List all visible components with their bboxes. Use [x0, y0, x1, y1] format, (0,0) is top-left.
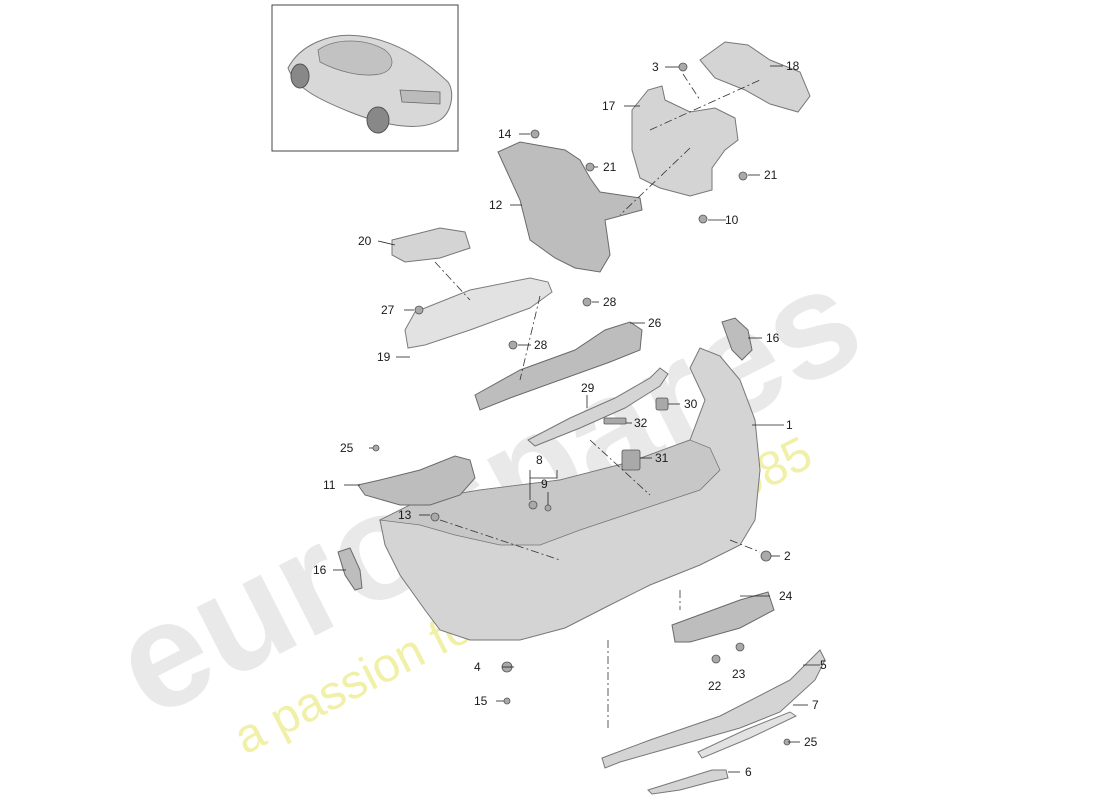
part-22-screw — [711, 654, 721, 664]
part-26-bracket — [474, 321, 643, 411]
callout-17: 17 — [602, 99, 616, 113]
callout-28-lower: 28 — [534, 338, 548, 352]
part-21-clip-b — [738, 171, 748, 181]
callout-21-right: 21 — [764, 168, 778, 182]
callout-5: 5 — [820, 658, 827, 672]
car-icon — [287, 34, 453, 134]
part-32-clip — [603, 417, 627, 425]
callout-21-upper: 21 — [603, 160, 617, 174]
part-13-clip — [430, 512, 440, 522]
callout-2: 2 — [784, 549, 791, 563]
callout-6: 6 — [745, 765, 752, 779]
callout-3: 3 — [652, 60, 659, 74]
vehicle-thumbnail — [271, 4, 459, 152]
callout-1: 1 — [786, 418, 793, 432]
callout-30: 30 — [684, 397, 698, 411]
part-20-plate — [391, 227, 471, 263]
callout-12: 12 — [489, 198, 503, 212]
part-16-reflector-right — [721, 317, 753, 361]
part-31-bracket — [621, 449, 641, 471]
leader-lines — [333, 65, 820, 773]
callout-28-upper: 28 — [603, 295, 617, 309]
part-28-clip-b — [508, 340, 518, 350]
part-8-clip — [528, 500, 538, 510]
part-25-screw-a — [372, 444, 380, 452]
callout-19: 19 — [377, 350, 391, 364]
part-23-screw — [735, 642, 745, 652]
part-18-bracket — [699, 41, 811, 113]
callout-18: 18 — [786, 59, 800, 73]
assembly-lines — [434, 73, 761, 730]
part-29-strip — [527, 367, 669, 447]
callout-25-upper: 25 — [340, 441, 354, 455]
callout-7: 7 — [812, 698, 819, 712]
callout-4: 4 — [474, 660, 481, 674]
part-9-clip — [544, 504, 552, 512]
callout-labels: 1 2 3 4 5 6 7 8 9 10 11 12 13 14 15 16 1… — [313, 59, 827, 779]
callout-22: 22 — [708, 679, 722, 693]
part-6-strip — [647, 769, 729, 795]
callout-10: 10 — [725, 213, 739, 227]
part-10-clip — [698, 214, 708, 224]
callout-16-left: 16 — [313, 563, 327, 577]
part-16-reflector-left — [337, 547, 363, 591]
part-30-clip — [655, 397, 669, 411]
callout-11: 11 — [323, 478, 336, 492]
callout-23: 23 — [732, 667, 746, 681]
callout-14: 14 — [498, 127, 512, 141]
part-5-diffuser — [601, 649, 826, 769]
part-11-bracket — [357, 455, 476, 506]
callout-32: 32 — [634, 416, 648, 430]
part-12-bracket — [497, 141, 643, 273]
callout-9: 9 — [541, 477, 548, 491]
part-28-clip-a — [582, 297, 592, 307]
part-24-plate — [671, 591, 775, 643]
callout-24: 24 — [779, 589, 793, 603]
callout-27: 27 — [381, 303, 395, 317]
callout-31: 31 — [655, 451, 669, 465]
callout-26: 26 — [648, 316, 662, 330]
part-27-clip — [414, 305, 424, 315]
callout-20: 20 — [358, 234, 372, 248]
part-3-screw — [678, 62, 688, 72]
part-15-screw — [503, 697, 511, 705]
part-17-side-panel — [631, 85, 739, 197]
part-2-plug — [760, 550, 772, 562]
part-19-crossmember — [404, 277, 553, 349]
callout-15: 15 — [474, 694, 488, 708]
callout-25-lower: 25 — [804, 735, 818, 749]
callout-29: 29 — [581, 381, 595, 395]
part-21-clip-a — [585, 162, 595, 172]
callout-8: 8 — [536, 453, 543, 467]
part-7-strip — [697, 711, 798, 759]
callout-16-right: 16 — [766, 331, 780, 345]
part-14-clip — [530, 129, 540, 139]
callout-13: 13 — [398, 508, 412, 522]
